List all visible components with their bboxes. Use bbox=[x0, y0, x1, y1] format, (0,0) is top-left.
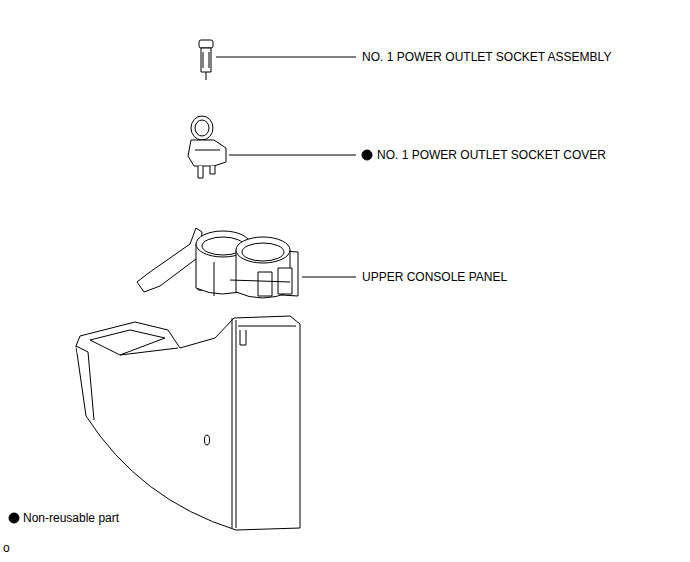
leader-line bbox=[302, 277, 356, 278]
non-reusable-mark bbox=[362, 150, 372, 160]
part-name: NO. 1 POWER OUTLET SOCKET ASSEMBLY bbox=[362, 50, 611, 64]
power-outlet-socket bbox=[199, 40, 213, 80]
part-name: NO. 1 POWER OUTLET SOCKET COVER bbox=[377, 148, 606, 162]
upper-console-panel bbox=[137, 228, 298, 298]
part-name: UPPER CONSOLE PANEL bbox=[362, 270, 507, 284]
leader-line bbox=[229, 155, 356, 156]
figure-code: o bbox=[3, 541, 10, 555]
socket-cover bbox=[188, 116, 226, 178]
leader-line bbox=[216, 57, 356, 58]
non-reusable-mark bbox=[9, 513, 19, 523]
legend-text: Non-reusable part bbox=[23, 511, 119, 525]
console-box bbox=[76, 316, 300, 530]
